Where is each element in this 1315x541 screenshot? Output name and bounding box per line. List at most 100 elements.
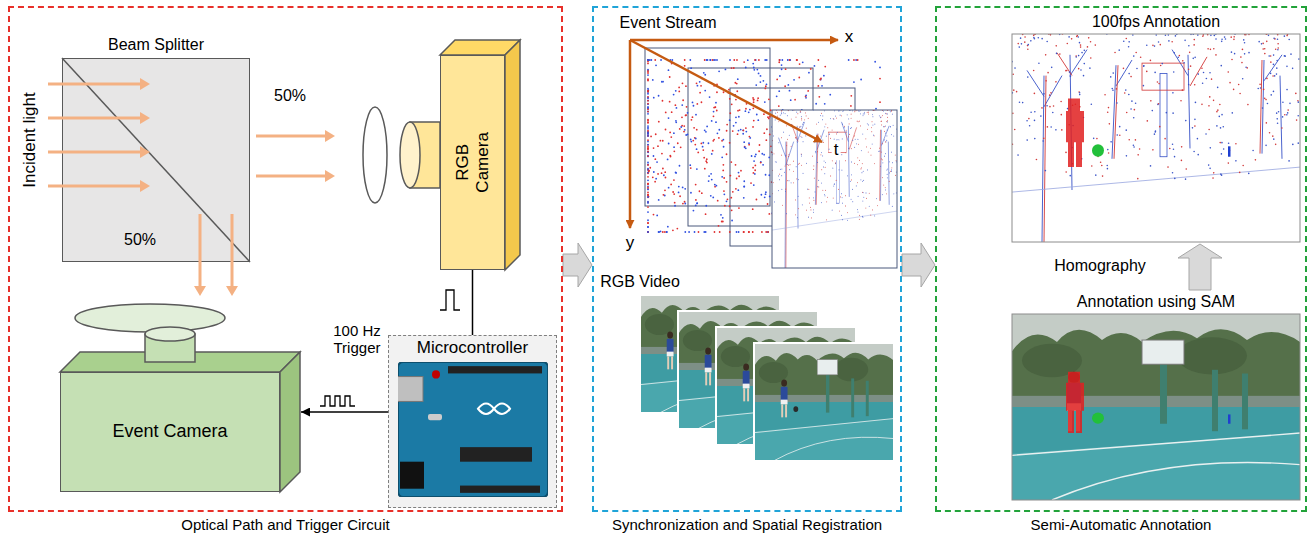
event-dot — [740, 129, 742, 131]
trigger-wire — [472, 270, 474, 335]
event-dot — [705, 213, 707, 215]
event-dot — [692, 116, 694, 118]
event-dot — [755, 59, 757, 61]
lens — [75, 304, 225, 332]
event-dot — [673, 150, 675, 152]
event-dot — [824, 103, 826, 105]
event-dot — [647, 71, 649, 73]
event-dot — [654, 158, 656, 160]
axis-y — [629, 40, 632, 228]
event-dot — [719, 231, 721, 233]
event-dot — [647, 59, 649, 61]
event-dot — [681, 104, 683, 106]
event-dot — [766, 83, 768, 85]
event-dot — [659, 140, 661, 142]
event-dot — [648, 170, 650, 172]
panel-frame: Synchronization and Spatial Registration — [592, 6, 902, 512]
event-dot — [758, 59, 760, 61]
event-dot — [647, 111, 649, 113]
event-dot — [754, 165, 756, 167]
event-dot — [647, 135, 649, 137]
event-dot — [658, 121, 660, 123]
event-dot — [743, 231, 745, 233]
event-dot — [710, 173, 712, 175]
event-dot — [684, 201, 686, 203]
event-dot — [667, 158, 669, 160]
event-dot — [654, 59, 656, 61]
event-dot — [763, 154, 765, 156]
event-dot — [684, 188, 686, 190]
event-dot — [764, 59, 766, 61]
event-dot — [647, 97, 649, 99]
event-dot — [768, 213, 770, 215]
event-dot — [766, 59, 768, 61]
event-dot — [879, 101, 881, 103]
event-dot — [647, 91, 649, 93]
mask-overlay — [1066, 98, 1231, 167]
event-dot — [664, 231, 666, 233]
event-dot — [723, 193, 725, 195]
box-label: RGB Camera — [452, 118, 493, 208]
event-dot — [748, 231, 750, 233]
event-dot — [650, 59, 652, 61]
event-dot — [818, 96, 820, 98]
event-dot — [652, 79, 654, 81]
event-dot — [663, 174, 665, 176]
event-dot — [699, 92, 701, 94]
flow-arrow — [902, 243, 935, 287]
event-dot — [759, 81, 761, 83]
event-dot — [695, 114, 697, 116]
event-dot — [789, 59, 791, 61]
image-border — [1012, 34, 1300, 242]
event-dot — [748, 142, 750, 144]
event-dot — [687, 134, 689, 136]
event-dot — [647, 151, 649, 153]
lens-barrel — [145, 327, 195, 341]
event-dot — [748, 111, 750, 113]
event-dot — [647, 231, 649, 233]
event-dot — [708, 175, 710, 177]
event-dot — [647, 188, 649, 190]
event-dot — [653, 214, 655, 216]
event-dot — [778, 105, 780, 107]
event-dot — [694, 231, 696, 233]
event-dot — [767, 231, 769, 233]
event-dot — [754, 169, 756, 171]
event-dot — [704, 90, 706, 92]
event-dot — [713, 107, 715, 109]
event-dot — [692, 140, 694, 142]
event-dot — [725, 69, 727, 71]
event-dot — [655, 178, 657, 180]
event-image — [1011, 33, 1300, 242]
event-dot — [666, 231, 668, 233]
event-dot — [690, 192, 692, 194]
event-frame — [772, 109, 897, 268]
event-dot — [726, 124, 728, 126]
event-dot — [706, 158, 708, 160]
event-dot — [667, 226, 669, 228]
event-dot — [685, 115, 687, 117]
event-dot — [778, 90, 780, 92]
event-dot — [770, 109, 772, 111]
event-dot — [679, 128, 681, 130]
event-dot — [740, 170, 742, 172]
event-dot — [647, 144, 649, 146]
event-dot — [790, 99, 792, 101]
event-dot — [660, 59, 662, 61]
event-dot — [660, 231, 662, 233]
event-dot — [674, 202, 676, 204]
event-dot — [733, 67, 735, 69]
event-dot — [743, 231, 745, 233]
event-dot — [696, 168, 698, 170]
event-dot — [799, 63, 801, 65]
event-dot — [658, 231, 660, 233]
event-frame-border — [772, 110, 897, 268]
event-dot — [707, 59, 709, 61]
ray-head — [140, 78, 150, 90]
event-dot — [879, 78, 881, 80]
event-dot — [776, 79, 778, 81]
event-dot — [673, 94, 675, 96]
event-dot — [765, 85, 767, 87]
event-dot — [736, 178, 738, 180]
event-dot — [850, 105, 852, 107]
